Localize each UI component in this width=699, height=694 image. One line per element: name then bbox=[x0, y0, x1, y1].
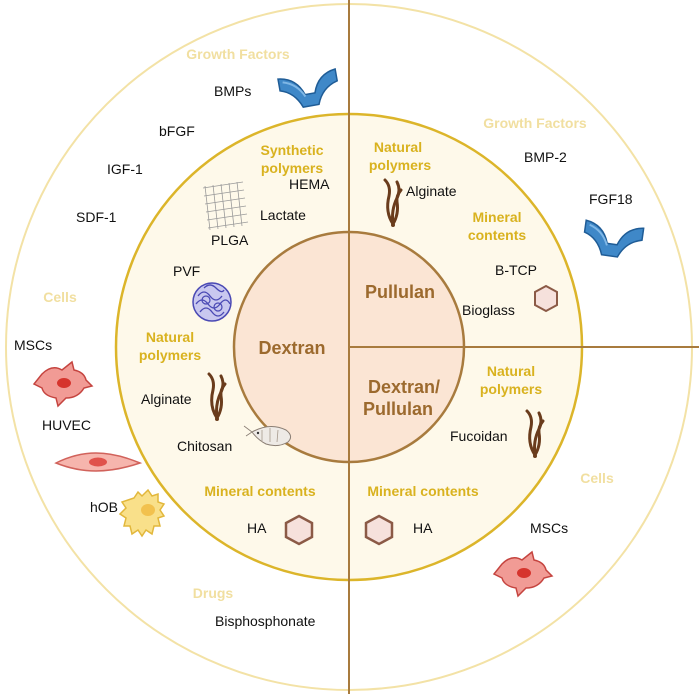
label-igf-1: IGF-1 bbox=[107, 161, 143, 177]
label-mscs-dp: MSCs bbox=[530, 520, 568, 536]
protein-icon-bmps bbox=[277, 68, 339, 108]
msc-cell-icon-dp bbox=[492, 550, 554, 598]
label-plga: PLGA bbox=[211, 232, 249, 248]
label-alginate-dextran: Alginate bbox=[141, 391, 192, 407]
heading-cells-dp: Cells bbox=[580, 470, 614, 486]
core-dextran-pullulan-line1: Dextran/ bbox=[368, 377, 440, 397]
core-dextran-pullulan-line2: Pullulan bbox=[363, 399, 433, 419]
heading-natural-polymers-dextran-line2: polymers bbox=[139, 347, 201, 363]
heading-growth-factors-dextran: Growth Factors bbox=[186, 46, 290, 62]
label-sdf-1: SDF-1 bbox=[76, 209, 117, 225]
heading-mineral-contents-pullulan-line2: contents bbox=[468, 227, 527, 243]
label-fgf18: FGF18 bbox=[589, 191, 633, 207]
label-b-tcp: B-TCP bbox=[495, 262, 537, 278]
mesh-icon-plga bbox=[202, 181, 249, 231]
seaweed-icon-fucoidan bbox=[525, 409, 545, 458]
label-pvf: PVF bbox=[173, 263, 200, 279]
label-alginate-pullulan: Alginate bbox=[406, 183, 457, 199]
label-bisphosphonate: Bisphosphonate bbox=[215, 613, 316, 629]
label-lactate: Lactate bbox=[260, 207, 306, 223]
heading-synthetic-polymers-line1: Synthetic bbox=[260, 142, 323, 158]
seaweed-icon-alginate-dextran bbox=[207, 372, 227, 421]
huvec-cell-icon bbox=[54, 452, 143, 472]
heading-growth-factors-pullulan: Growth Factors bbox=[483, 115, 587, 131]
label-bioglass: Bioglass bbox=[462, 302, 515, 318]
label-hob: hOB bbox=[90, 499, 118, 515]
label-ha-dp: HA bbox=[413, 520, 433, 536]
label-ha-dextran: HA bbox=[247, 520, 267, 536]
hexagon-icon-ha-dextran bbox=[284, 514, 314, 546]
label-bmps: BMPs bbox=[214, 83, 251, 99]
heading-mineral-contents-dextran: Mineral contents bbox=[204, 483, 315, 499]
heading-mineral-contents-pullulan-line1: Mineral bbox=[472, 209, 521, 225]
hexagon-icon-ha-dp bbox=[364, 514, 394, 546]
core-dextran: Dextran bbox=[258, 338, 325, 358]
seaweed-icon-alginate-pullulan bbox=[383, 178, 403, 227]
heading-cells-dextran: Cells bbox=[43, 289, 77, 305]
label-bmp-2: BMP-2 bbox=[524, 149, 567, 165]
protein-icon-fgf18 bbox=[583, 219, 645, 258]
label-chitosan: Chitosan bbox=[177, 438, 232, 454]
label-huvec: HUVEC bbox=[42, 417, 91, 433]
heading-drugs: Drugs bbox=[193, 585, 234, 601]
heading-mineral-contents-dp: Mineral contents bbox=[367, 483, 478, 499]
heading-natural-polymers-pullulan-line1: Natural bbox=[374, 139, 422, 155]
hob-cell-icon bbox=[118, 488, 166, 538]
heading-natural-polymers-pullulan-line2: polymers bbox=[369, 157, 431, 173]
label-hema: HEMA bbox=[289, 176, 330, 192]
sponge-icon-pvf bbox=[192, 282, 232, 322]
heading-natural-polymers-dp-line2: polymers bbox=[480, 381, 542, 397]
label-fucoidan: Fucoidan bbox=[450, 428, 508, 444]
shrimp-icon-chitosan bbox=[243, 425, 292, 447]
label-mscs-dextran: MSCs bbox=[14, 337, 52, 353]
core-pullulan: Pullulan bbox=[365, 282, 435, 302]
hexagon-icon-bioglass bbox=[534, 284, 558, 313]
heading-natural-polymers-dp-line1: Natural bbox=[487, 363, 535, 379]
heading-synthetic-polymers-line2: polymers bbox=[261, 160, 323, 176]
heading-natural-polymers-dextran-line1: Natural bbox=[146, 329, 194, 345]
label-bfgf: bFGF bbox=[159, 123, 195, 139]
msc-cell-icon-dextran bbox=[32, 360, 94, 408]
